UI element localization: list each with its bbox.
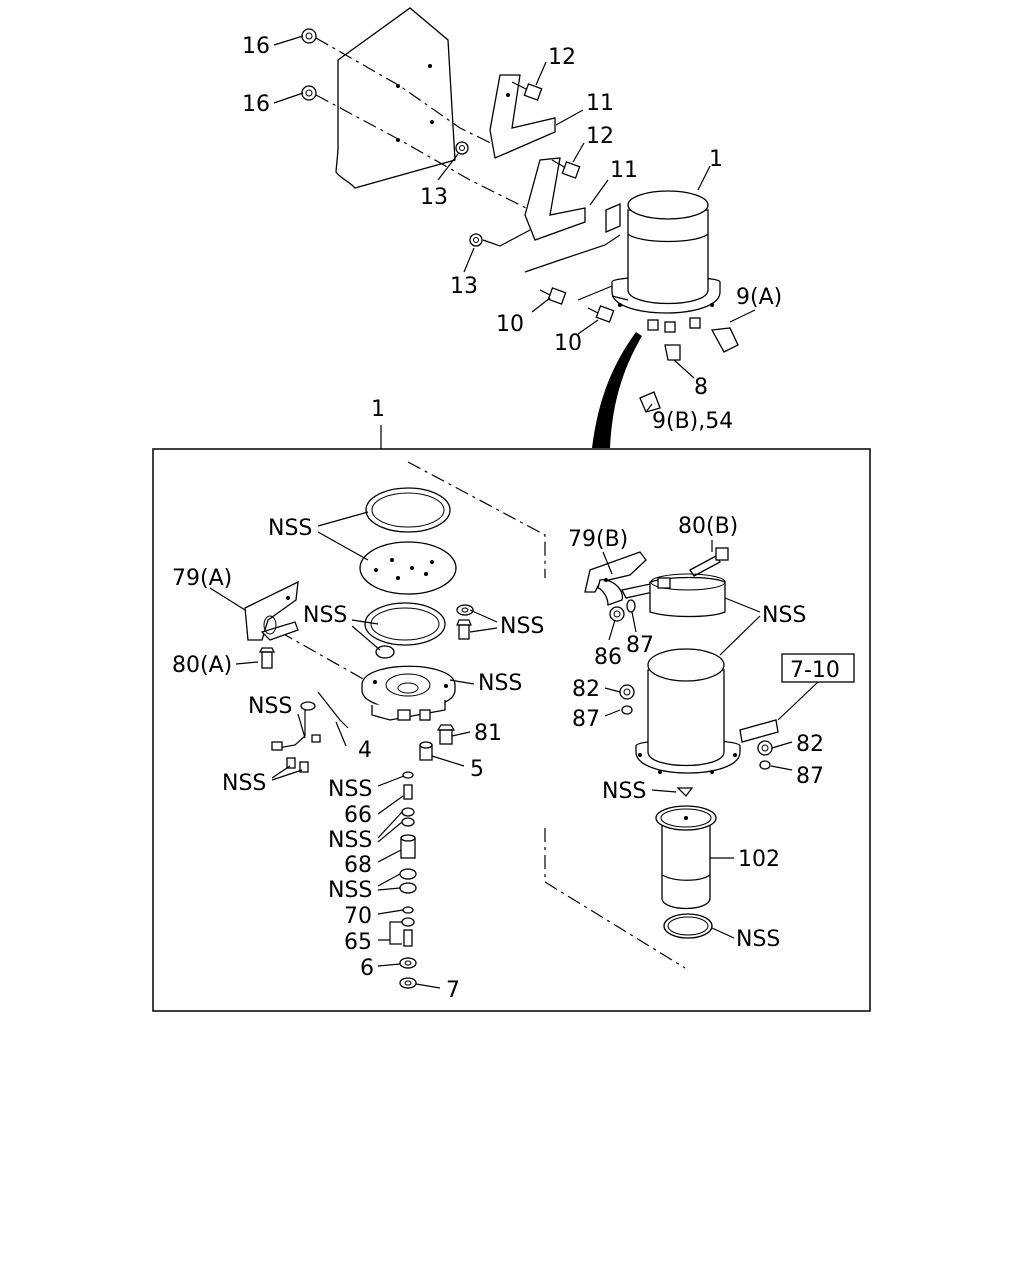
fitting-9a [710,309,756,353]
small-seal [375,645,395,659]
washer-87-left [621,705,633,715]
callout-80b: 80(B) [678,514,738,539]
nut-82-left [619,684,635,700]
bracket-11-upper [489,74,556,159]
detail-leader-lines [209,511,819,989]
callout-labels: 16 16 12 11 12 11 13 13 1 9(A) 10 10 8 9… [172,34,840,1003]
nut-16-upper [301,28,317,44]
fitting-8 [664,344,681,361]
callout-16-upper: 16 [242,34,270,59]
callout-nss-screws: NSS [222,771,266,796]
callout-nss-heater: NSS [248,694,292,719]
callout-nss-strap: NSS [762,603,806,628]
bolt-10-right [587,305,615,323]
callout-79a: 79(A) [172,566,232,591]
callout-nss-stack-2: NSS [328,828,372,853]
callout-10-left: 10 [496,312,524,337]
callout-66: 66 [344,803,372,828]
callout-1-box: 1 [371,397,385,422]
callout-79b: 79(B) [568,527,628,552]
frame-panel [335,7,456,189]
nut-86 [609,606,625,622]
heater-part-4 [271,691,349,751]
callout-12-lower: 12 [586,124,614,149]
callout-68: 68 [344,853,372,878]
bolt-81 [436,724,456,745]
washer-right [456,604,474,616]
bolt-80a [259,647,275,669]
strap-band [649,573,726,618]
nut-82-right [757,740,773,756]
label-tag [739,719,779,743]
callout-1-top: 1 [709,147,723,172]
callout-82-left: 82 [572,677,600,702]
callout-87-upper: 87 [626,633,654,658]
callout-nss-seals: NSS [268,516,312,541]
bolt-10-left [539,287,567,305]
callout-4: 4 [358,738,372,763]
callout-9a: 9(A) [736,285,782,310]
nut-13-upper [455,141,469,155]
callout-nss-stack-3: NSS [328,878,372,903]
callout-13-upper: 13 [420,185,448,210]
screw-pair-nss [286,757,309,773]
callout-10-right: 10 [554,331,582,356]
callout-81: 81 [474,721,502,746]
callout-nss-small-seal: NSS [303,603,347,628]
bolt-12-lower [551,159,581,179]
callout-9b-54: 9(B),54 [652,409,733,434]
dryer-unit-assembled [605,190,721,333]
callout-12-upper: 12 [548,45,576,70]
valve-stack [399,771,417,989]
detail-box [152,448,871,1012]
o-ring-bottom [663,913,713,939]
callout-13-lower: 13 [450,274,478,299]
bracket-11-lower [524,157,586,241]
callout-70: 70 [344,904,372,929]
drain-valve [676,787,694,797]
bolt-12-upper [511,81,543,101]
washer-87-right [759,760,771,770]
nut-13-lower [469,233,483,247]
nut-16-lower [301,85,317,101]
callout-8: 8 [694,375,708,400]
seal-ring-top [365,487,451,533]
valve-housing [361,665,456,721]
canister-cover [635,648,741,774]
cartridge-102 [655,805,717,910]
diaphragm-plate [359,541,457,595]
callout-nss-drain: NSS [602,779,646,804]
callout-16-lower: 16 [242,92,270,117]
callout-80a: 80(A) [172,653,232,678]
ref-box [781,653,855,683]
fitting-part-5 [419,741,433,761]
callout-65: 65 [344,930,372,955]
callout-nss-housing: NSS [478,671,522,696]
bolt-80b [689,547,729,577]
callout-102: 102 [738,847,780,872]
callout-11-lower: 11 [610,158,638,183]
bracket-79a [244,580,299,641]
callout-6: 6 [360,956,374,981]
callout-87-left: 87 [572,707,600,732]
fitting-9b [639,391,661,413]
callout-7: 7 [446,978,460,1003]
callout-nss-washer: NSS [500,614,544,639]
seal-ring-middle [364,602,446,646]
callout-ref-7-10: 7-10 [790,658,840,683]
callout-11-upper: 11 [586,91,614,116]
callout-5: 5 [470,757,484,782]
detail-arrow [592,332,642,448]
callout-86: 86 [594,645,622,670]
callout-nss-o-ring: NSS [736,927,780,952]
washer-87-upper [626,599,636,613]
callout-87-right: 87 [796,764,824,789]
screw-right [456,619,472,640]
callout-82-right: 82 [796,732,824,757]
callout-nss-stack-1: NSS [328,777,372,802]
top-leader-lines [273,35,711,413]
